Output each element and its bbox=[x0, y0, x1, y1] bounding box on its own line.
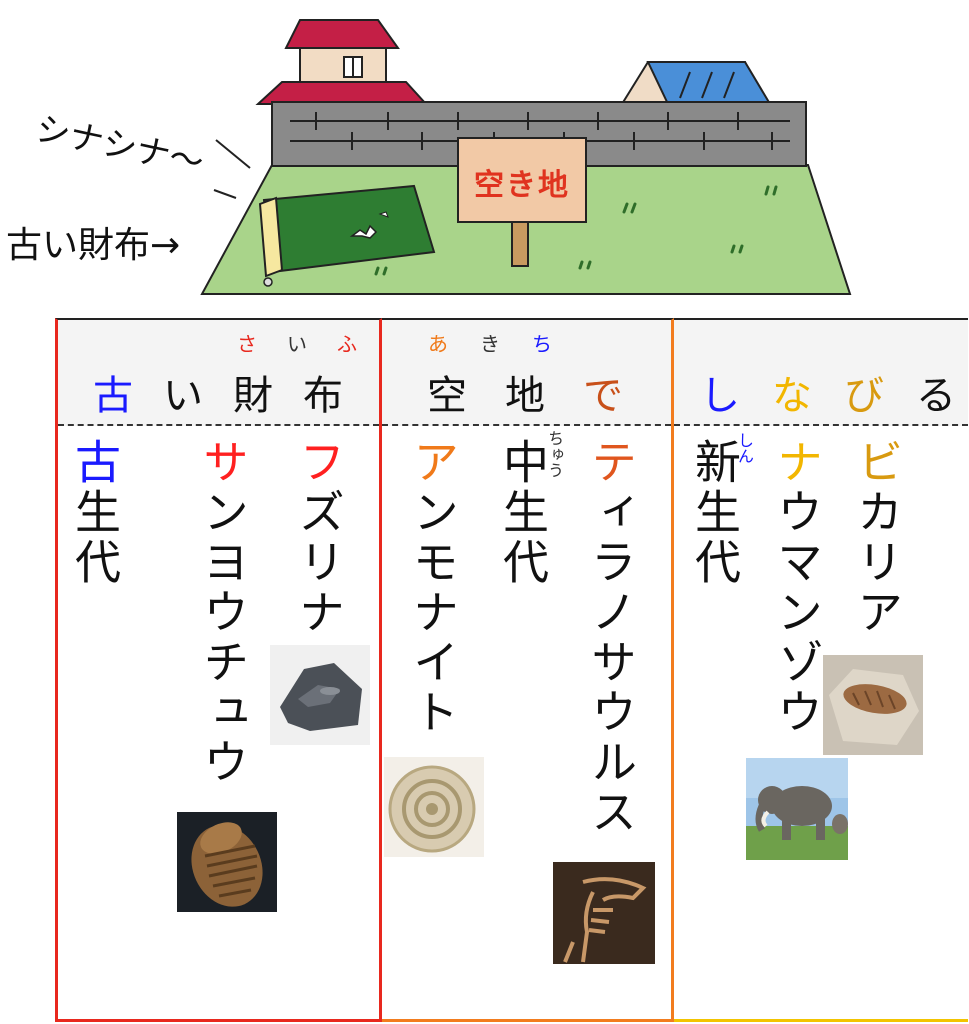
heading-char: で bbox=[583, 373, 623, 419]
tyrannosaurus-skeleton-icon bbox=[553, 862, 655, 964]
heading-char: 財 bbox=[233, 373, 273, 419]
naumann-elephant-icon bbox=[746, 758, 848, 860]
motion-lines bbox=[213, 139, 251, 199]
era-reading: ちゅう bbox=[545, 430, 564, 478]
heading-char: な bbox=[772, 373, 812, 419]
item-first-char: ビ bbox=[850, 438, 904, 488]
fusulina-photo bbox=[270, 645, 370, 745]
column-heading: さ い ふ 古 い 財 布 bbox=[58, 320, 379, 426]
item-rest: ウマンゾウ bbox=[770, 488, 824, 738]
scene-drawing bbox=[200, 19, 852, 295]
item-rest: ンモナイト bbox=[406, 488, 460, 738]
item-first-char: テ bbox=[584, 438, 638, 488]
ruby-char: ふ bbox=[337, 332, 357, 356]
naumann-elephant-photo bbox=[746, 758, 848, 860]
item-ammonite: アンモナイト bbox=[406, 438, 460, 738]
old-wallet-icon bbox=[258, 184, 436, 287]
item-vicarya: ビカリア bbox=[850, 438, 904, 638]
item-naumann-elephant: ナウマンゾウ bbox=[770, 438, 824, 738]
era-rest: 生代 bbox=[68, 488, 122, 588]
heading-char: 布 bbox=[303, 373, 343, 419]
era-first-char: 古 bbox=[68, 438, 122, 488]
item-trilobite: サンヨウチュウ bbox=[196, 438, 250, 788]
heading-char: 地 bbox=[505, 373, 545, 419]
item-first-char: ナ bbox=[770, 438, 824, 488]
house-icon bbox=[255, 19, 429, 105]
column-cenozoic: し な び る 新生代 しん ナウマンゾウ ビカリア bbox=[674, 318, 968, 1022]
heading-char: い bbox=[163, 373, 203, 419]
era-first-char: 中 bbox=[496, 438, 550, 488]
heading-char: 古 bbox=[93, 373, 133, 419]
ammonite-photo bbox=[384, 757, 484, 857]
item-fusulina: フズリナ bbox=[292, 438, 346, 638]
item-tyrannosaurus: ティラノサウルス bbox=[584, 438, 638, 838]
column-paleozoic: さ い ふ 古 い 財 布 古生代 サンヨウチュウ フズリナ bbox=[55, 318, 382, 1022]
ruby-char: あ bbox=[428, 332, 448, 356]
item-first-char: フ bbox=[292, 438, 346, 488]
heading-char: し bbox=[700, 373, 740, 419]
item-rest: ズリナ bbox=[292, 488, 346, 638]
heading-text: し な び る bbox=[684, 376, 969, 416]
era-label: 古生代 bbox=[68, 438, 122, 588]
wallet-label-text: 古い財布 bbox=[6, 225, 151, 266]
sign-text: 空き地 bbox=[474, 168, 570, 203]
vacant-lot-sign bbox=[457, 137, 587, 267]
heading-text: 古 い 財 布 bbox=[78, 376, 358, 416]
trilobite-fossil-icon bbox=[191, 822, 263, 907]
era-label: 中生代 bbox=[496, 438, 550, 588]
column-mesozoic: あ き ち 空 地 で アンモナイト 中生代 ちゅう ティラノサウルス bbox=[382, 318, 674, 1022]
item-rest: ンヨウチュウ bbox=[196, 488, 250, 788]
heading-ruby: さ い ふ bbox=[222, 334, 372, 354]
heading-ruby: あ き ち bbox=[412, 334, 568, 354]
item-first-char: サ bbox=[196, 438, 250, 488]
ruby-char: さ bbox=[237, 332, 257, 356]
ruby-char: い bbox=[287, 332, 307, 356]
ruby-char: ち bbox=[532, 332, 552, 356]
column-heading: し な び る bbox=[674, 320, 968, 426]
wallet-label: 古い財布→ bbox=[6, 228, 180, 264]
ruby-char: き bbox=[480, 332, 500, 356]
vicarya-photo bbox=[823, 655, 923, 755]
item-rest: ィラノサウルス bbox=[584, 488, 638, 838]
item-rest: カリア bbox=[850, 488, 904, 638]
era-first-char: 新 bbox=[688, 438, 742, 488]
vicarya-fossil-icon bbox=[829, 669, 919, 745]
ammonite-fossil-icon bbox=[388, 765, 476, 853]
tyrannosaurus-photo bbox=[553, 862, 655, 964]
vacant-lot-illustration: シナシナ〜 古い財布→ 空き地 bbox=[0, 0, 969, 310]
era-reading: しん bbox=[735, 432, 754, 464]
grass-tufts bbox=[374, 185, 778, 276]
heading-char: 空 bbox=[427, 373, 467, 419]
blue-roof-building-icon bbox=[620, 61, 772, 105]
era-rest: 生代 bbox=[496, 488, 550, 588]
arrow-icon: → bbox=[150, 225, 181, 266]
heading-char: る bbox=[916, 373, 956, 419]
fusulina-fossil-icon bbox=[280, 663, 362, 731]
item-first-char: ア bbox=[406, 438, 460, 488]
era-rest: 生代 bbox=[688, 488, 742, 588]
trilobite-photo bbox=[177, 812, 277, 912]
era-label: 新生代 bbox=[688, 438, 742, 588]
heading-text: 空 地 で bbox=[408, 376, 642, 416]
heading-char: び bbox=[844, 373, 884, 419]
column-heading: あ き ち 空 地 で bbox=[382, 320, 671, 426]
